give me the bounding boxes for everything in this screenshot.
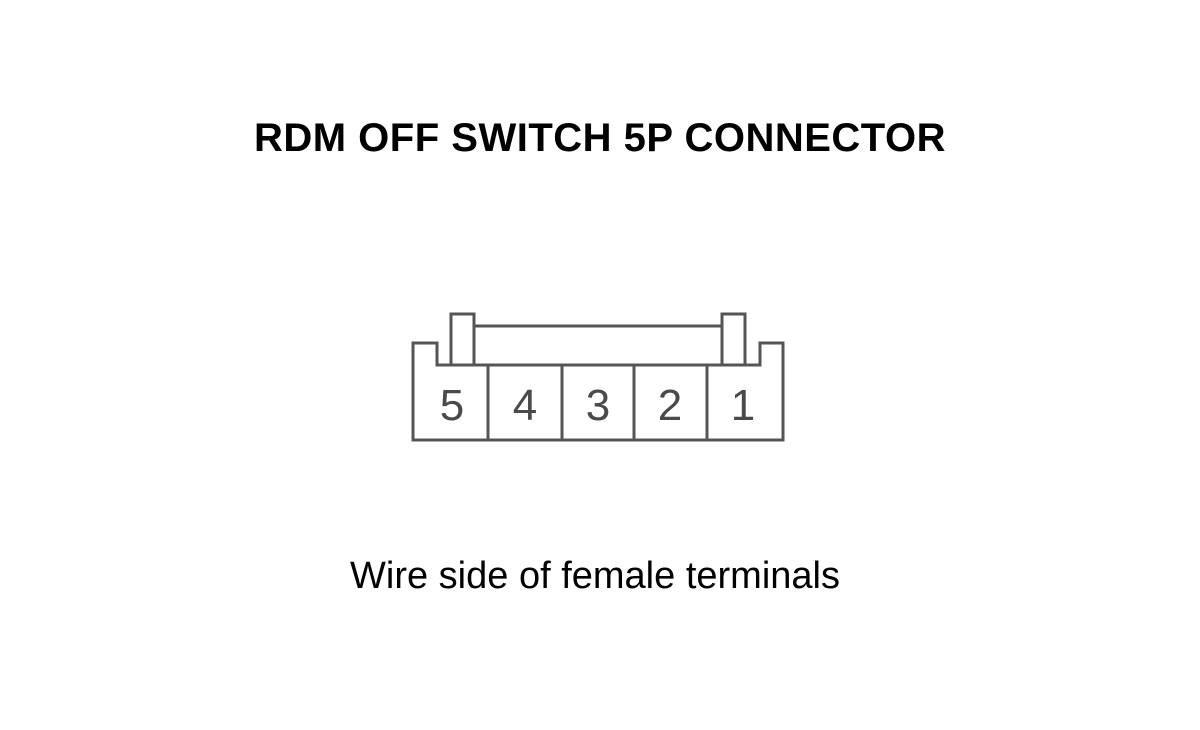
diagram-title: RDM OFF SWITCH 5P CONNECTOR xyxy=(253,116,947,160)
terminal-label: 2 xyxy=(658,381,682,430)
right-latch-tab xyxy=(720,312,747,367)
connector-lock-bar xyxy=(472,324,724,365)
terminal-label: 4 xyxy=(513,381,537,430)
terminal-label: 1 xyxy=(731,381,755,430)
terminal-label: 3 xyxy=(586,381,610,430)
diagram-caption: Wire side of female terminals xyxy=(350,555,840,597)
left-latch-tab xyxy=(449,312,476,367)
terminal-label: 5 xyxy=(440,381,464,430)
connector-housing-outline xyxy=(411,341,785,442)
